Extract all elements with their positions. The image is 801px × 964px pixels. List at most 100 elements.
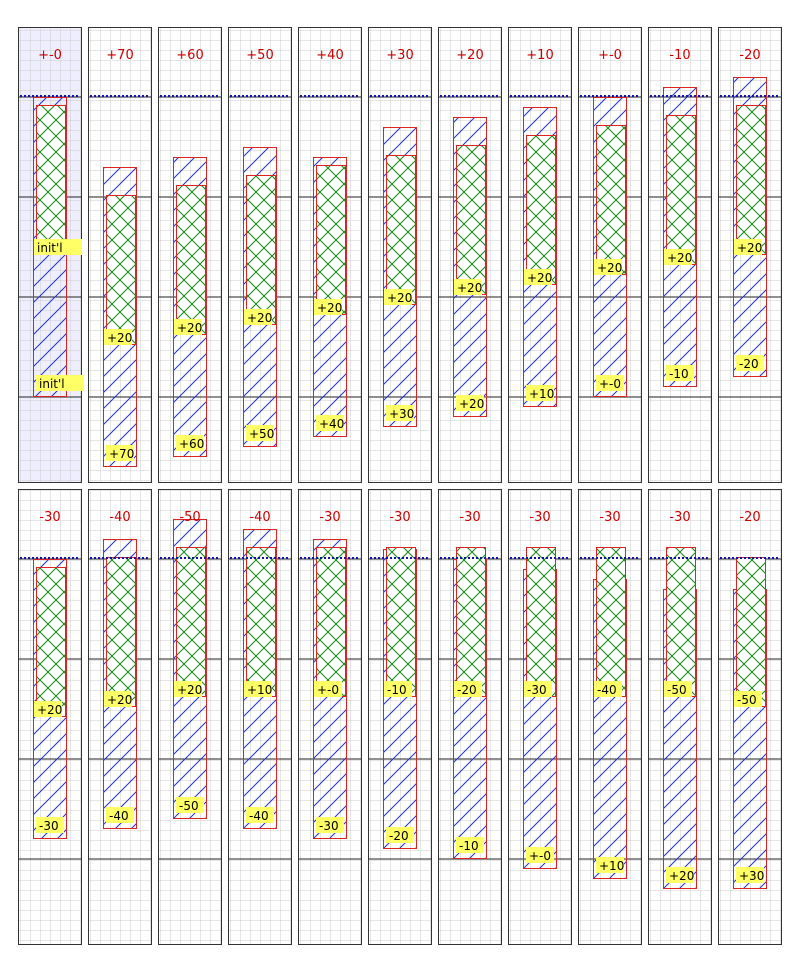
outer-box-tag: init'l [39,377,65,391]
outer-box-tag: -50 [179,799,199,813]
inner-box [386,155,416,305]
panel-offset-label: -20 [739,510,760,525]
inner-box-tag: +-0 [317,683,339,697]
panel-offset-label: -40 [249,510,270,525]
outer-box-tag: -20 [389,829,409,843]
panel-offset-label: -30 [599,510,620,525]
inner-box [176,547,206,697]
panel-offset-label: -30 [319,510,340,525]
outer-box-tag: +50 [249,427,274,441]
panel-offset-label: -10 [669,48,690,63]
inner-box-tag: +20 [247,311,272,325]
inner-box-tag: +20 [737,241,762,255]
inner-box [316,547,346,697]
outer-box-tag: +60 [179,437,204,451]
outer-box-tag: +70 [109,447,134,461]
inner-box-tag: +20 [317,301,342,315]
outer-box-tag: +20 [459,397,484,411]
outer-box-tag: +20 [669,869,694,883]
outer-box-tag: -30 [319,819,339,833]
panel: -20 -50 +30 [718,489,782,945]
inner-box-tag: +20 [387,291,412,305]
panel: +-0 init'l init'l [18,27,84,483]
outer-box-tag: -10 [669,367,689,381]
inner-box [106,557,136,707]
inner-box [456,145,486,295]
panel: -30 -40 +10 [578,489,642,945]
panel-offset-label: +-0 [38,48,62,63]
outer-box-tag: +10 [529,387,554,401]
panel-offset-label: -30 [669,510,690,525]
inner-box-tag: +20 [527,271,552,285]
inner-box-tag: -10 [387,683,407,697]
panel: +20 +20 +20 [438,27,502,483]
panel: +40 +20 +40 [298,27,362,483]
inner-box-tag: -40 [597,683,617,697]
inner-box [666,115,696,265]
panel: +50 +20 +50 [228,27,292,483]
panel: -30 -10 -20 [368,489,432,945]
inner-box-tag: +10 [247,683,272,697]
panel: -30 +-0 -30 [298,489,362,945]
panel-offset-label: -30 [529,510,550,525]
panel-offset-label: +50 [246,48,273,63]
inner-box [176,185,206,335]
panel-offset-label: -50 [179,510,200,525]
panel-offset-label: +20 [456,48,483,63]
inner-box-tag: +20 [457,281,482,295]
outer-box-tag: +40 [319,417,344,431]
panel-offset-label: -30 [39,510,60,525]
inner-box-tag: +20 [667,251,692,265]
outer-box-tag: +30 [389,407,414,421]
panel-offset-label: +70 [106,48,133,63]
inner-box [456,547,486,697]
panel-offset-label: -40 [109,510,130,525]
inner-box [596,125,626,275]
panel-offset-label: -20 [739,48,760,63]
panel: -10 +20 -10 [648,27,712,483]
panel: +10 +20 +10 [508,27,572,483]
inner-box-tag: +20 [37,703,62,717]
panel-offset-label: -30 [389,510,410,525]
panel-offset-label: +-0 [598,48,622,63]
outer-box-tag: +10 [599,859,624,873]
inner-box [36,567,66,717]
inner-box [526,135,556,285]
inner-box-tag: +20 [107,331,132,345]
inner-box-tag: +20 [107,693,132,707]
inner-box [246,547,276,697]
panel-offset-label: +10 [526,48,553,63]
inner-box [526,547,556,697]
panel: -30-30+-0 [508,489,572,945]
inner-box [106,195,136,345]
outer-box-tag: +30 [739,869,764,883]
panel: +60+20+60 [158,27,222,483]
inner-box-tag: -20 [457,683,477,697]
panel: -40 +10 -40 [228,489,292,945]
panel-offset-label: +40 [316,48,343,63]
panel: -30 -50 +20 [648,489,712,945]
outer-box-tag: -30 [39,819,59,833]
inner-box [36,105,66,255]
inner-box [666,547,696,697]
inner-box [736,105,766,255]
inner-box-tag: init'l [37,241,63,255]
inner-box-tag: -50 [737,693,757,707]
panel: +-0+20+-0 [578,27,642,483]
outer-box-tag: +-0 [599,377,621,391]
panel: +70 +20 +70 [88,27,152,483]
inner-box [596,547,626,697]
panel-offset-label: -30 [459,510,480,525]
outer-box-tag: -40 [249,809,269,823]
outer-box-tag: +-0 [529,849,551,863]
panel: -30-20-10 [438,489,502,945]
panel: -40+20-40 [88,489,152,945]
inner-box-tag: +20 [177,321,202,335]
inner-box [386,547,416,697]
inner-box-tag: +20 [177,683,202,697]
inner-box-tag: -50 [667,683,687,697]
panel: +30+20+30 [368,27,432,483]
inner-box [736,557,766,707]
panel: -20+20-20 [718,27,782,483]
